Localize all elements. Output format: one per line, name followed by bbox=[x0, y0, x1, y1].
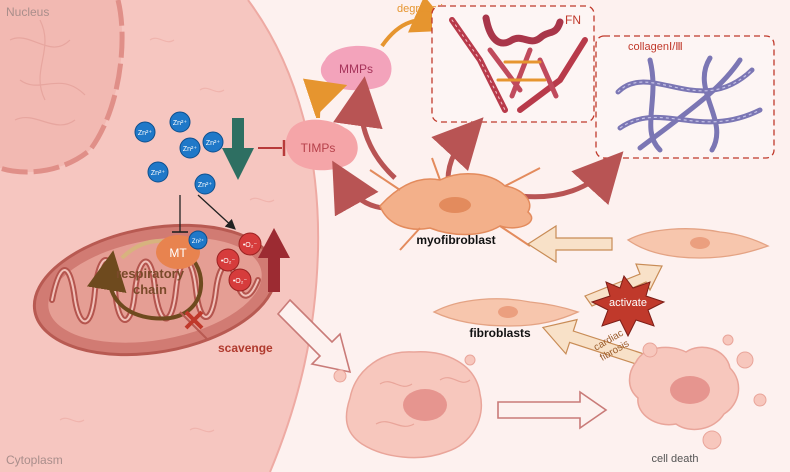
zinc-ion: Zn²⁺ bbox=[194, 173, 216, 195]
cell-membrane bbox=[247, 0, 320, 472]
svg-text:•O₂⁻: •O₂⁻ bbox=[233, 278, 248, 285]
fibroblast-cell-lower bbox=[432, 298, 580, 327]
scavenge-connector bbox=[179, 311, 209, 341]
mt-label: MT bbox=[169, 246, 187, 260]
cytoplasm-texture bbox=[59, 37, 275, 433]
svg-text:•O₂⁻: •O₂⁻ bbox=[243, 242, 258, 249]
myofibroblast-cell bbox=[369, 157, 541, 251]
fibroblast-cell-upper bbox=[626, 228, 770, 259]
scavenge-label: scavenge bbox=[218, 341, 273, 355]
zinc-ion: Zn²⁺ bbox=[147, 161, 169, 183]
zinc-ros-arrow bbox=[197, 194, 236, 230]
collagen-box bbox=[595, 35, 775, 159]
zinc-ion: Zn²⁺ bbox=[134, 121, 156, 143]
cell-death-label: cell death bbox=[651, 453, 698, 465]
dead-cell bbox=[628, 334, 767, 450]
scavenge-cross-icon bbox=[184, 310, 204, 330]
damaged-cell bbox=[333, 351, 483, 459]
myofibroblast-label: myofibroblast bbox=[416, 233, 495, 247]
myofibroblast-to-mmps-arrow bbox=[333, 76, 397, 180]
fn-label: FN bbox=[565, 13, 581, 27]
timps-to-mmps-arrow bbox=[302, 78, 348, 119]
mt-protein bbox=[156, 235, 200, 269]
fibroblasts-label: fibroblasts bbox=[469, 326, 531, 340]
superoxide-radicals: •O₂⁻ •O₂⁻ •O₂⁻ bbox=[216, 232, 262, 292]
superoxide-radical: •O₂⁻ bbox=[216, 248, 240, 272]
svg-text:Zn²⁺: Zn²⁺ bbox=[173, 120, 188, 127]
zinc-ions: Zn²⁺ Zn²⁺ Zn²⁺ Zn²⁺ Zn²⁺ Zn²⁺ Zn²⁺ bbox=[134, 111, 224, 250]
respiratory-chain-label-line1: respiratory bbox=[116, 266, 185, 281]
myofibroblast-to-fn-arrow bbox=[431, 117, 484, 181]
superoxide-radical: •O₂⁻ bbox=[228, 268, 252, 292]
nucleus bbox=[0, 0, 125, 175]
zinc-ion: Zn²⁺ bbox=[188, 230, 208, 250]
mmps-label: MMPs bbox=[339, 62, 373, 76]
cytoplasm-label: Cytoplasm bbox=[6, 453, 63, 467]
svg-text:Zn²⁺: Zn²⁺ bbox=[192, 238, 204, 245]
myofibroblast-to-collagen-arrow bbox=[519, 151, 624, 206]
svg-text:•O₂⁻: •O₂⁻ bbox=[221, 258, 236, 265]
svg-text:Zn²⁺: Zn²⁺ bbox=[183, 146, 198, 153]
timps-label: TIMPs bbox=[301, 141, 336, 155]
timps-blob bbox=[285, 119, 358, 171]
ros-increase-arrow-icon bbox=[258, 228, 290, 292]
zinc-decrease-arrow-icon bbox=[222, 118, 254, 180]
svg-text:Zn²⁺: Zn²⁺ bbox=[198, 182, 213, 189]
respiratory-chain-cycle-arrow bbox=[86, 246, 203, 321]
svg-text:Zn²⁺: Zn²⁺ bbox=[138, 130, 153, 137]
activate-burst bbox=[590, 274, 666, 338]
zinc-ion: Zn²⁺ bbox=[179, 137, 201, 159]
fibroblast-to-myofibroblast-arrow bbox=[526, 224, 613, 264]
zinc-ion: Zn²⁺ bbox=[169, 111, 191, 133]
svg-text:Zn²⁺: Zn²⁺ bbox=[151, 170, 166, 177]
superoxide-radical: •O₂⁻ bbox=[238, 232, 262, 256]
respiratory-chain-label-line2: chain bbox=[133, 282, 167, 297]
activate-label: activate bbox=[609, 297, 647, 309]
collagen-network-highlights bbox=[617, 69, 761, 129]
mmps-degradation-arrow bbox=[380, 0, 453, 48]
svg-text:Zn²⁺: Zn²⁺ bbox=[206, 140, 221, 147]
collagen-label: collagenⅠ/Ⅲ bbox=[628, 41, 683, 53]
mitochondria-to-damaged-cell-arrow bbox=[276, 298, 352, 374]
nucleus-label: Nucleus bbox=[6, 5, 49, 19]
zinc-ion: Zn²⁺ bbox=[202, 131, 224, 153]
fibronectin-illustration bbox=[449, 14, 588, 113]
damaged-cell-to-death-arrow bbox=[497, 390, 608, 430]
